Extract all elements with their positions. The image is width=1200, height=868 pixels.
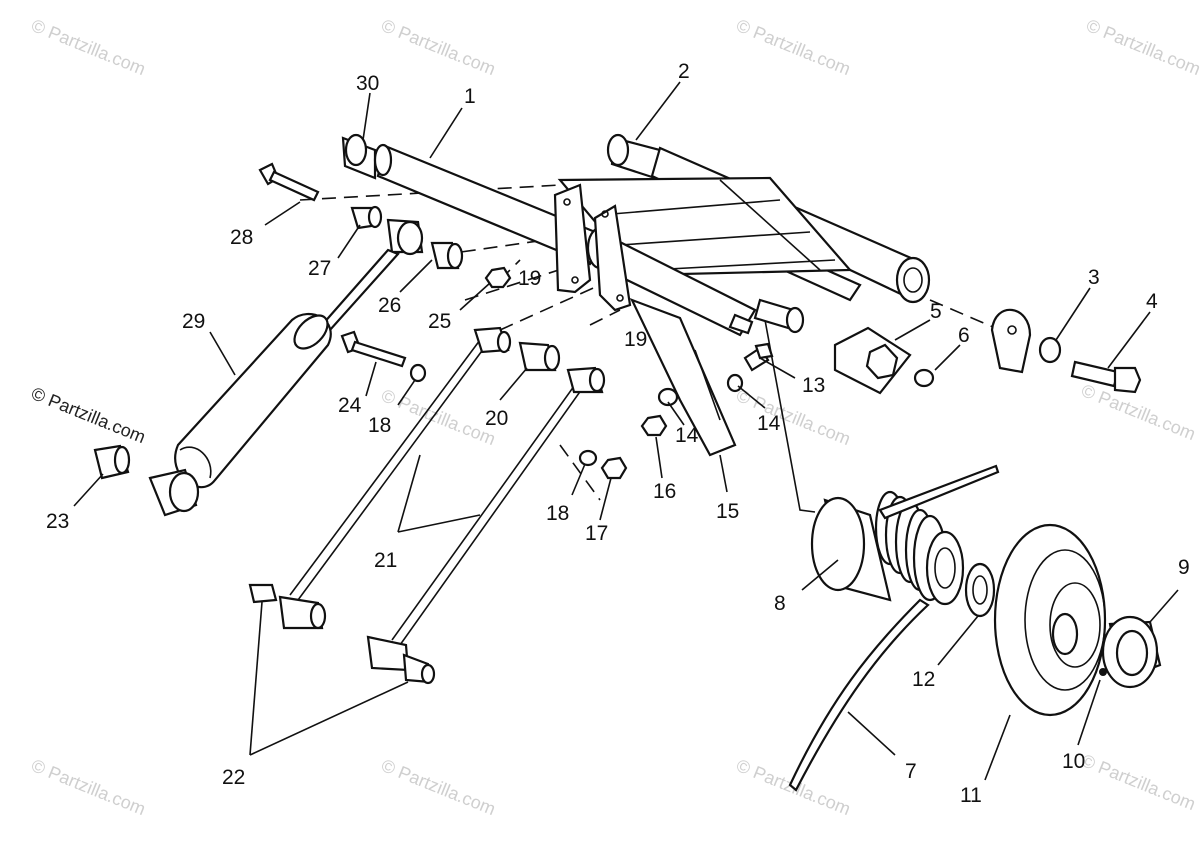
torsion-spring <box>874 490 965 606</box>
watermark-text: © Partzilla.com <box>734 385 854 449</box>
callout-24: 24 <box>338 394 362 417</box>
washer-18b <box>578 449 598 467</box>
callout-6: 6 <box>958 324 970 347</box>
bolt-4 <box>1070 360 1142 394</box>
rod-end-upper-right <box>566 366 606 394</box>
callout-19-upper: 19 <box>518 267 541 290</box>
callout-12: 12 <box>912 668 935 691</box>
callout-16: 16 <box>653 480 676 503</box>
watermark-text: © Partzilla.com <box>29 383 149 447</box>
watermark-text: © Partzilla.com <box>734 15 854 79</box>
callout-28: 28 <box>230 226 253 249</box>
callout-17: 17 <box>585 522 608 545</box>
rod-end-lower-right <box>366 635 436 685</box>
callout-8: 8 <box>774 592 786 615</box>
shock-top-eye <box>386 218 424 256</box>
bolt-28 <box>258 162 320 202</box>
watermark-text: © Partzilla.com <box>379 15 499 79</box>
callout-14-left: 14 <box>675 424 699 447</box>
callout-23: 23 <box>46 510 69 533</box>
bolt-24 <box>340 330 407 368</box>
callout-22: 22 <box>222 766 245 789</box>
washer-14a <box>726 373 744 393</box>
bearing-9 <box>1101 615 1162 689</box>
watermark-text: © Partzilla.com <box>1084 15 1200 79</box>
rod-end-upper-left <box>473 326 512 354</box>
callout-11: 11 <box>960 784 982 807</box>
rod-end-lower-left <box>248 583 327 630</box>
spacer-27 <box>350 205 383 230</box>
callout-2: 2 <box>678 60 690 83</box>
callout-27: 27 <box>308 257 331 280</box>
callout-10: 10 <box>1062 750 1085 773</box>
mounting-plates <box>553 183 632 312</box>
spring-arm-upper <box>878 464 1000 520</box>
bushing-23 <box>93 444 131 480</box>
idler-bracket <box>990 308 1032 374</box>
washer-12 <box>964 562 996 618</box>
callout-20: 20 <box>485 407 508 430</box>
nut-25 <box>484 266 512 289</box>
watermark-text: © Partzilla.com <box>379 755 499 819</box>
callout-15: 15 <box>716 500 739 523</box>
shock-absorber-29 <box>148 248 400 517</box>
watermark-text: © Partzilla.com <box>1079 380 1199 444</box>
callout-26: 26 <box>378 294 401 317</box>
callout-29: 29 <box>182 310 205 333</box>
callout-18-upper: 18 <box>368 414 391 437</box>
watermark-text: © Partzilla.com <box>1079 750 1199 814</box>
callout-3: 3 <box>1088 266 1100 289</box>
washer-14b <box>657 387 679 407</box>
watermark-text: © Partzilla.com <box>29 755 149 819</box>
callout-4: 4 <box>1146 290 1158 313</box>
washer-6 <box>913 368 935 388</box>
callout-25: 25 <box>428 310 451 333</box>
limiter-strap <box>629 298 737 457</box>
callout-labels: 30 1 2 3 4 5 6 28 27 26 25 19 19 29 24 1… <box>46 60 1190 807</box>
set-screw-10 <box>1099 668 1107 676</box>
bolt-13 <box>743 342 774 372</box>
callout-30: 30 <box>356 72 379 95</box>
callout-9: 9 <box>1178 556 1190 579</box>
spring-housing-8 <box>810 496 892 602</box>
callout-21: 21 <box>374 549 397 572</box>
front-cross-shaft <box>341 133 607 266</box>
bushing-26 <box>430 241 464 270</box>
callout-5: 5 <box>930 300 942 323</box>
callout-1: 1 <box>464 85 476 108</box>
idler-wheel-11 <box>993 523 1107 717</box>
adjuster-block <box>833 326 912 395</box>
callout-13: 13 <box>802 374 825 397</box>
callout-18-lower: 18 <box>546 502 569 525</box>
callout-7: 7 <box>905 760 917 783</box>
watermark-text: © Partzilla.com <box>29 15 149 79</box>
callout-19-lower: 19 <box>624 328 647 351</box>
pushrods-21 <box>289 339 590 646</box>
bushing-20 <box>518 341 561 372</box>
nut-17 <box>600 456 628 480</box>
washer-3 <box>1038 336 1062 364</box>
leader-lines <box>73 81 1179 781</box>
spring-arm-7 <box>788 598 930 792</box>
nut-16 <box>640 414 668 437</box>
callout-14-right: 14 <box>757 412 781 435</box>
washer-18a <box>409 363 427 383</box>
